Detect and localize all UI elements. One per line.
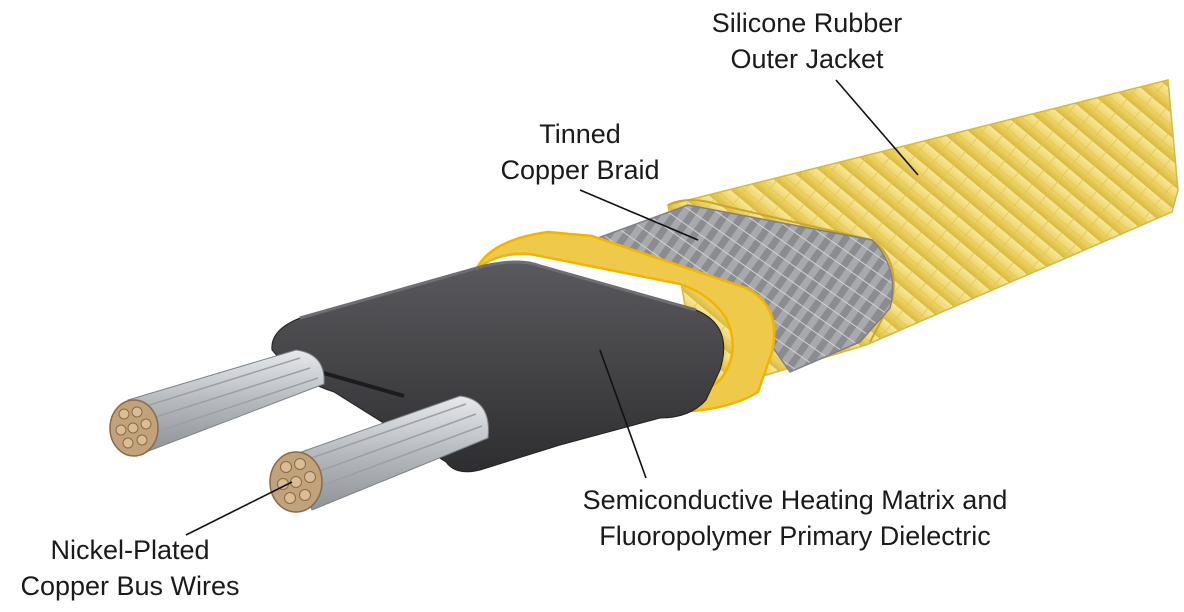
leader-jacket [835,79,919,176]
label-bus-wires-line2: Copper Bus Wires [20,571,240,601]
label-heating-matrix-line2: Fluoropolymer Primary Dielectric [599,521,991,551]
label-copper-braid-line2: Copper Braid [500,155,660,185]
label-bus-wires-line1: Nickel-Plated [50,535,210,565]
label-heating-matrix-line1: Semiconductive Heating Matrix and [582,485,1008,515]
bus-wire-lower [269,395,489,513]
label-copper-braid: Tinned Copper Braid [470,116,690,188]
leader-braid [579,189,699,241]
label-outer-jacket-line1: Silicone Rubber [711,8,903,38]
bus-wire-upper [109,349,325,457]
heating-matrix [271,260,725,473]
label-copper-braid-line1: Tinned [539,119,621,149]
label-bus-wires: Nickel-Plated Copper Bus Wires [0,532,260,604]
leader-matrix [599,349,647,479]
label-outer-jacket: Silicone Rubber Outer Jacket [672,5,942,77]
leader-bus [185,481,293,536]
label-outer-jacket-line2: Outer Jacket [730,44,884,74]
leader-lines [185,79,919,536]
label-heating-matrix: Semiconductive Heating Matrix and Fluoro… [535,482,1055,554]
